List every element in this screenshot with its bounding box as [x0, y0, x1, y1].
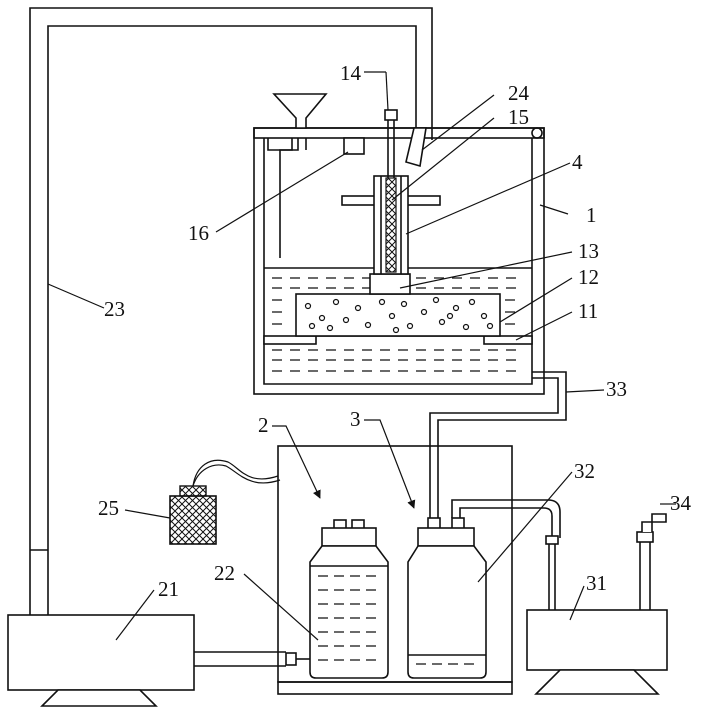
- label-16: 16: [188, 221, 209, 245]
- label-31: 31: [586, 571, 607, 595]
- electrode-base-13: [370, 274, 410, 294]
- feed-funnel: [268, 94, 326, 258]
- leader-33: [566, 390, 604, 392]
- label-3: 3: [350, 407, 361, 431]
- label-32: 32: [574, 459, 595, 483]
- leader-13: [400, 252, 572, 288]
- inlet-pipe-24: [406, 128, 426, 166]
- electrode-rod-15: [386, 178, 396, 272]
- leader-22: [244, 574, 318, 640]
- leader-32: [478, 472, 572, 582]
- support-plate-11: [264, 336, 532, 344]
- leader-16: [216, 152, 348, 232]
- leader-2: [272, 426, 320, 498]
- label-13: 13: [578, 239, 599, 263]
- label-33: 33: [606, 377, 627, 401]
- label-4: 4: [572, 150, 583, 174]
- pump-21: [8, 615, 310, 706]
- label-24: 24: [508, 81, 530, 105]
- collection-bottle-3: [408, 518, 486, 678]
- leader-25: [125, 510, 170, 518]
- exhaust-pipe-34: [637, 514, 666, 610]
- label-1: 1: [586, 203, 597, 227]
- label-14: 14: [340, 61, 362, 85]
- label-12: 12: [578, 265, 599, 289]
- label-23: 23: [104, 297, 125, 321]
- label-11: 11: [578, 299, 598, 323]
- probe-14: [385, 110, 397, 178]
- vacuum-pump-31: [527, 610, 667, 694]
- label-25: 25: [98, 496, 119, 520]
- leader-23: [48, 284, 104, 308]
- label-15: 15: [508, 105, 529, 129]
- sensor-16: [344, 138, 364, 154]
- porous-carrier-12: [296, 294, 500, 336]
- label-2: 2: [258, 413, 269, 437]
- controller-25: [170, 460, 280, 544]
- label-34: 34: [670, 491, 692, 515]
- leader-3: [364, 420, 414, 508]
- liquid-bottle-22: [310, 520, 388, 678]
- label-21: 21: [158, 577, 179, 601]
- label-22: 22: [214, 561, 235, 585]
